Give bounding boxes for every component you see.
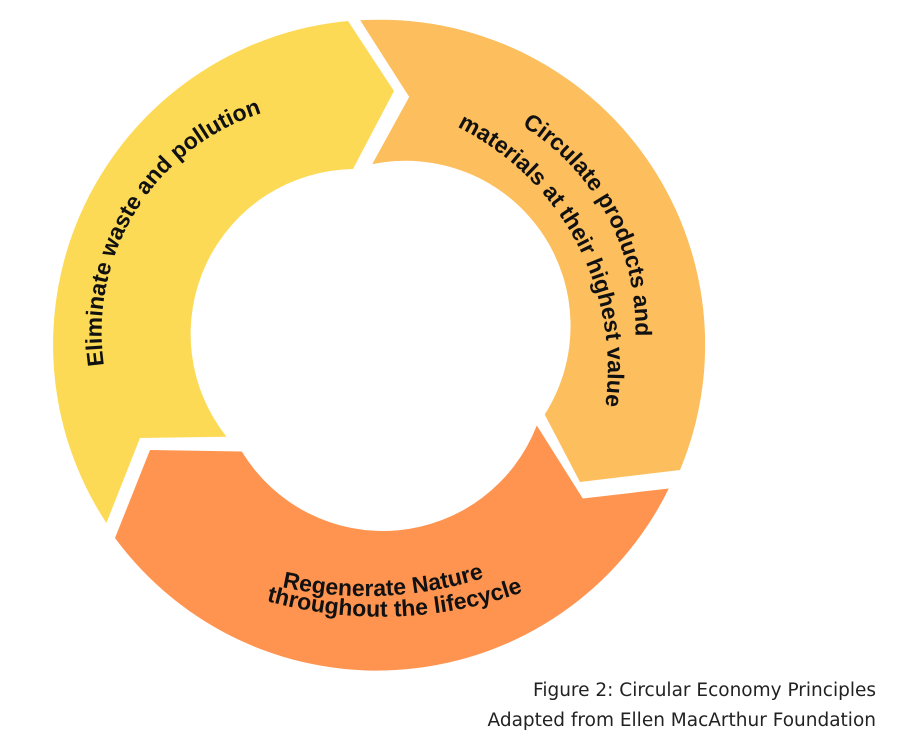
figure-caption-source: Adapted from Ellen MacArthur Foundation <box>487 710 877 731</box>
figure-caption-title: Figure 2: Circular Economy Principles <box>533 680 876 701</box>
regenerate-segment <box>115 425 669 671</box>
figure-caption: Figure 2: Circular Economy Principles Ad… <box>488 676 877 736</box>
circulate-segment <box>360 19 706 483</box>
eliminate-segment <box>53 21 395 523</box>
